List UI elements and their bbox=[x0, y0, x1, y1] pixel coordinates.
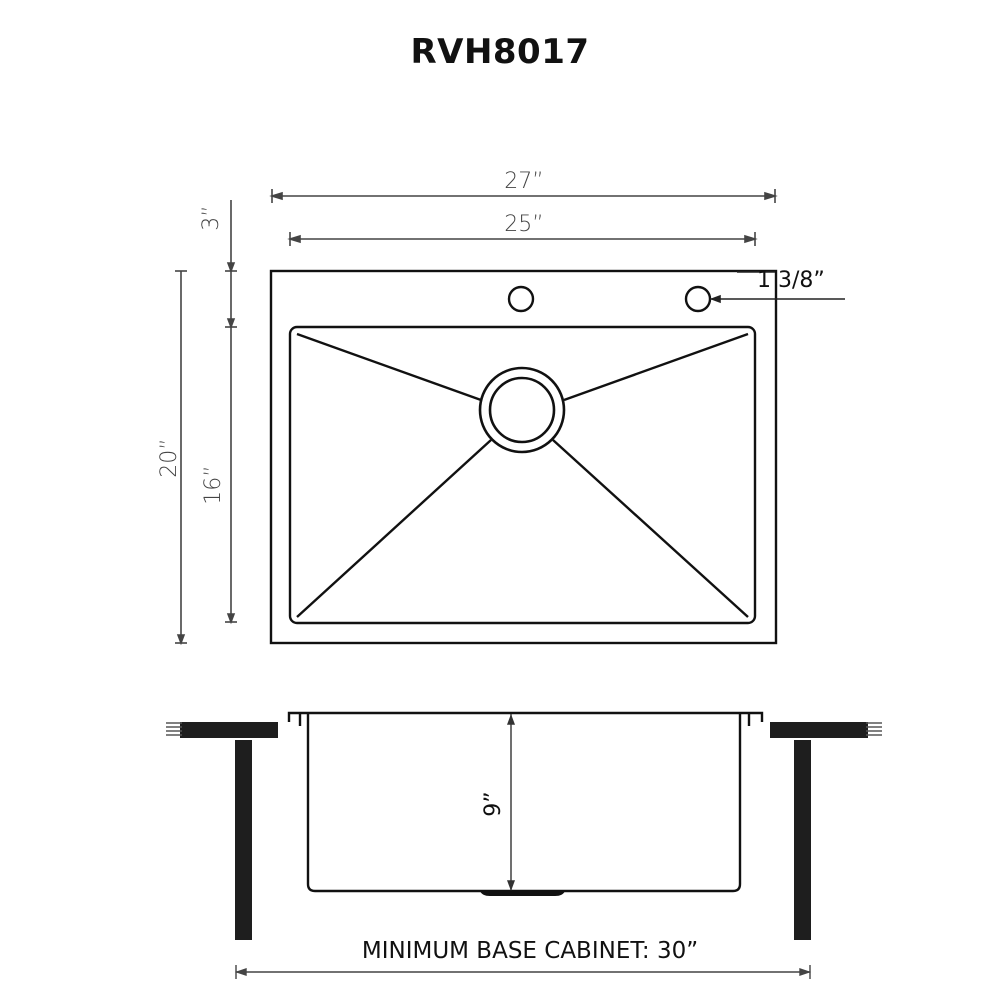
faucet-hole-left bbox=[507, 285, 535, 313]
overall-width-dimension bbox=[269, 189, 778, 203]
drain-flange bbox=[480, 891, 565, 896]
right-cabinet-wall bbox=[794, 740, 811, 940]
overall-depth-label: 20” bbox=[157, 438, 182, 477]
drain-outer-ring bbox=[478, 366, 566, 454]
bowl-outline bbox=[288, 325, 757, 625]
top-view: 27” 25” 3” 16” 20” bbox=[157, 169, 845, 646]
overall-depth-dimension bbox=[175, 270, 187, 646]
faucet-hole-right bbox=[684, 285, 712, 313]
cabinet-width-label: MINIMUM BASE CABINET: 30” bbox=[362, 938, 698, 964]
bowl-width-label: 25” bbox=[504, 212, 543, 237]
faucet-hole-dimension bbox=[709, 271, 845, 304]
faucet-hole-label: 1 3/8” bbox=[757, 268, 825, 293]
bowl-slope-lines bbox=[296, 332, 749, 618]
side-view: 9” MINIMUM BASE CABINET: 30” bbox=[166, 711, 882, 979]
sink-deck-outline bbox=[269, 269, 778, 645]
left-countertop bbox=[166, 722, 278, 738]
bowl-height-dimension bbox=[506, 714, 516, 891]
deck-depth-dimension bbox=[225, 200, 237, 625]
overall-width-label: 27” bbox=[504, 169, 543, 194]
right-countertop bbox=[770, 722, 882, 738]
bowl-height-label: 9” bbox=[481, 791, 506, 816]
cabinet-width-dimension bbox=[234, 965, 812, 979]
bowl-depth-label: 16” bbox=[201, 465, 226, 504]
left-cabinet-wall bbox=[235, 740, 252, 940]
drain-inner-ring bbox=[488, 376, 556, 444]
model-title: RVH8017 bbox=[410, 32, 590, 72]
sink-profile bbox=[287, 711, 764, 893]
bowl-width-dimension bbox=[287, 232, 758, 246]
deck-depth-label: 3” bbox=[199, 205, 224, 230]
